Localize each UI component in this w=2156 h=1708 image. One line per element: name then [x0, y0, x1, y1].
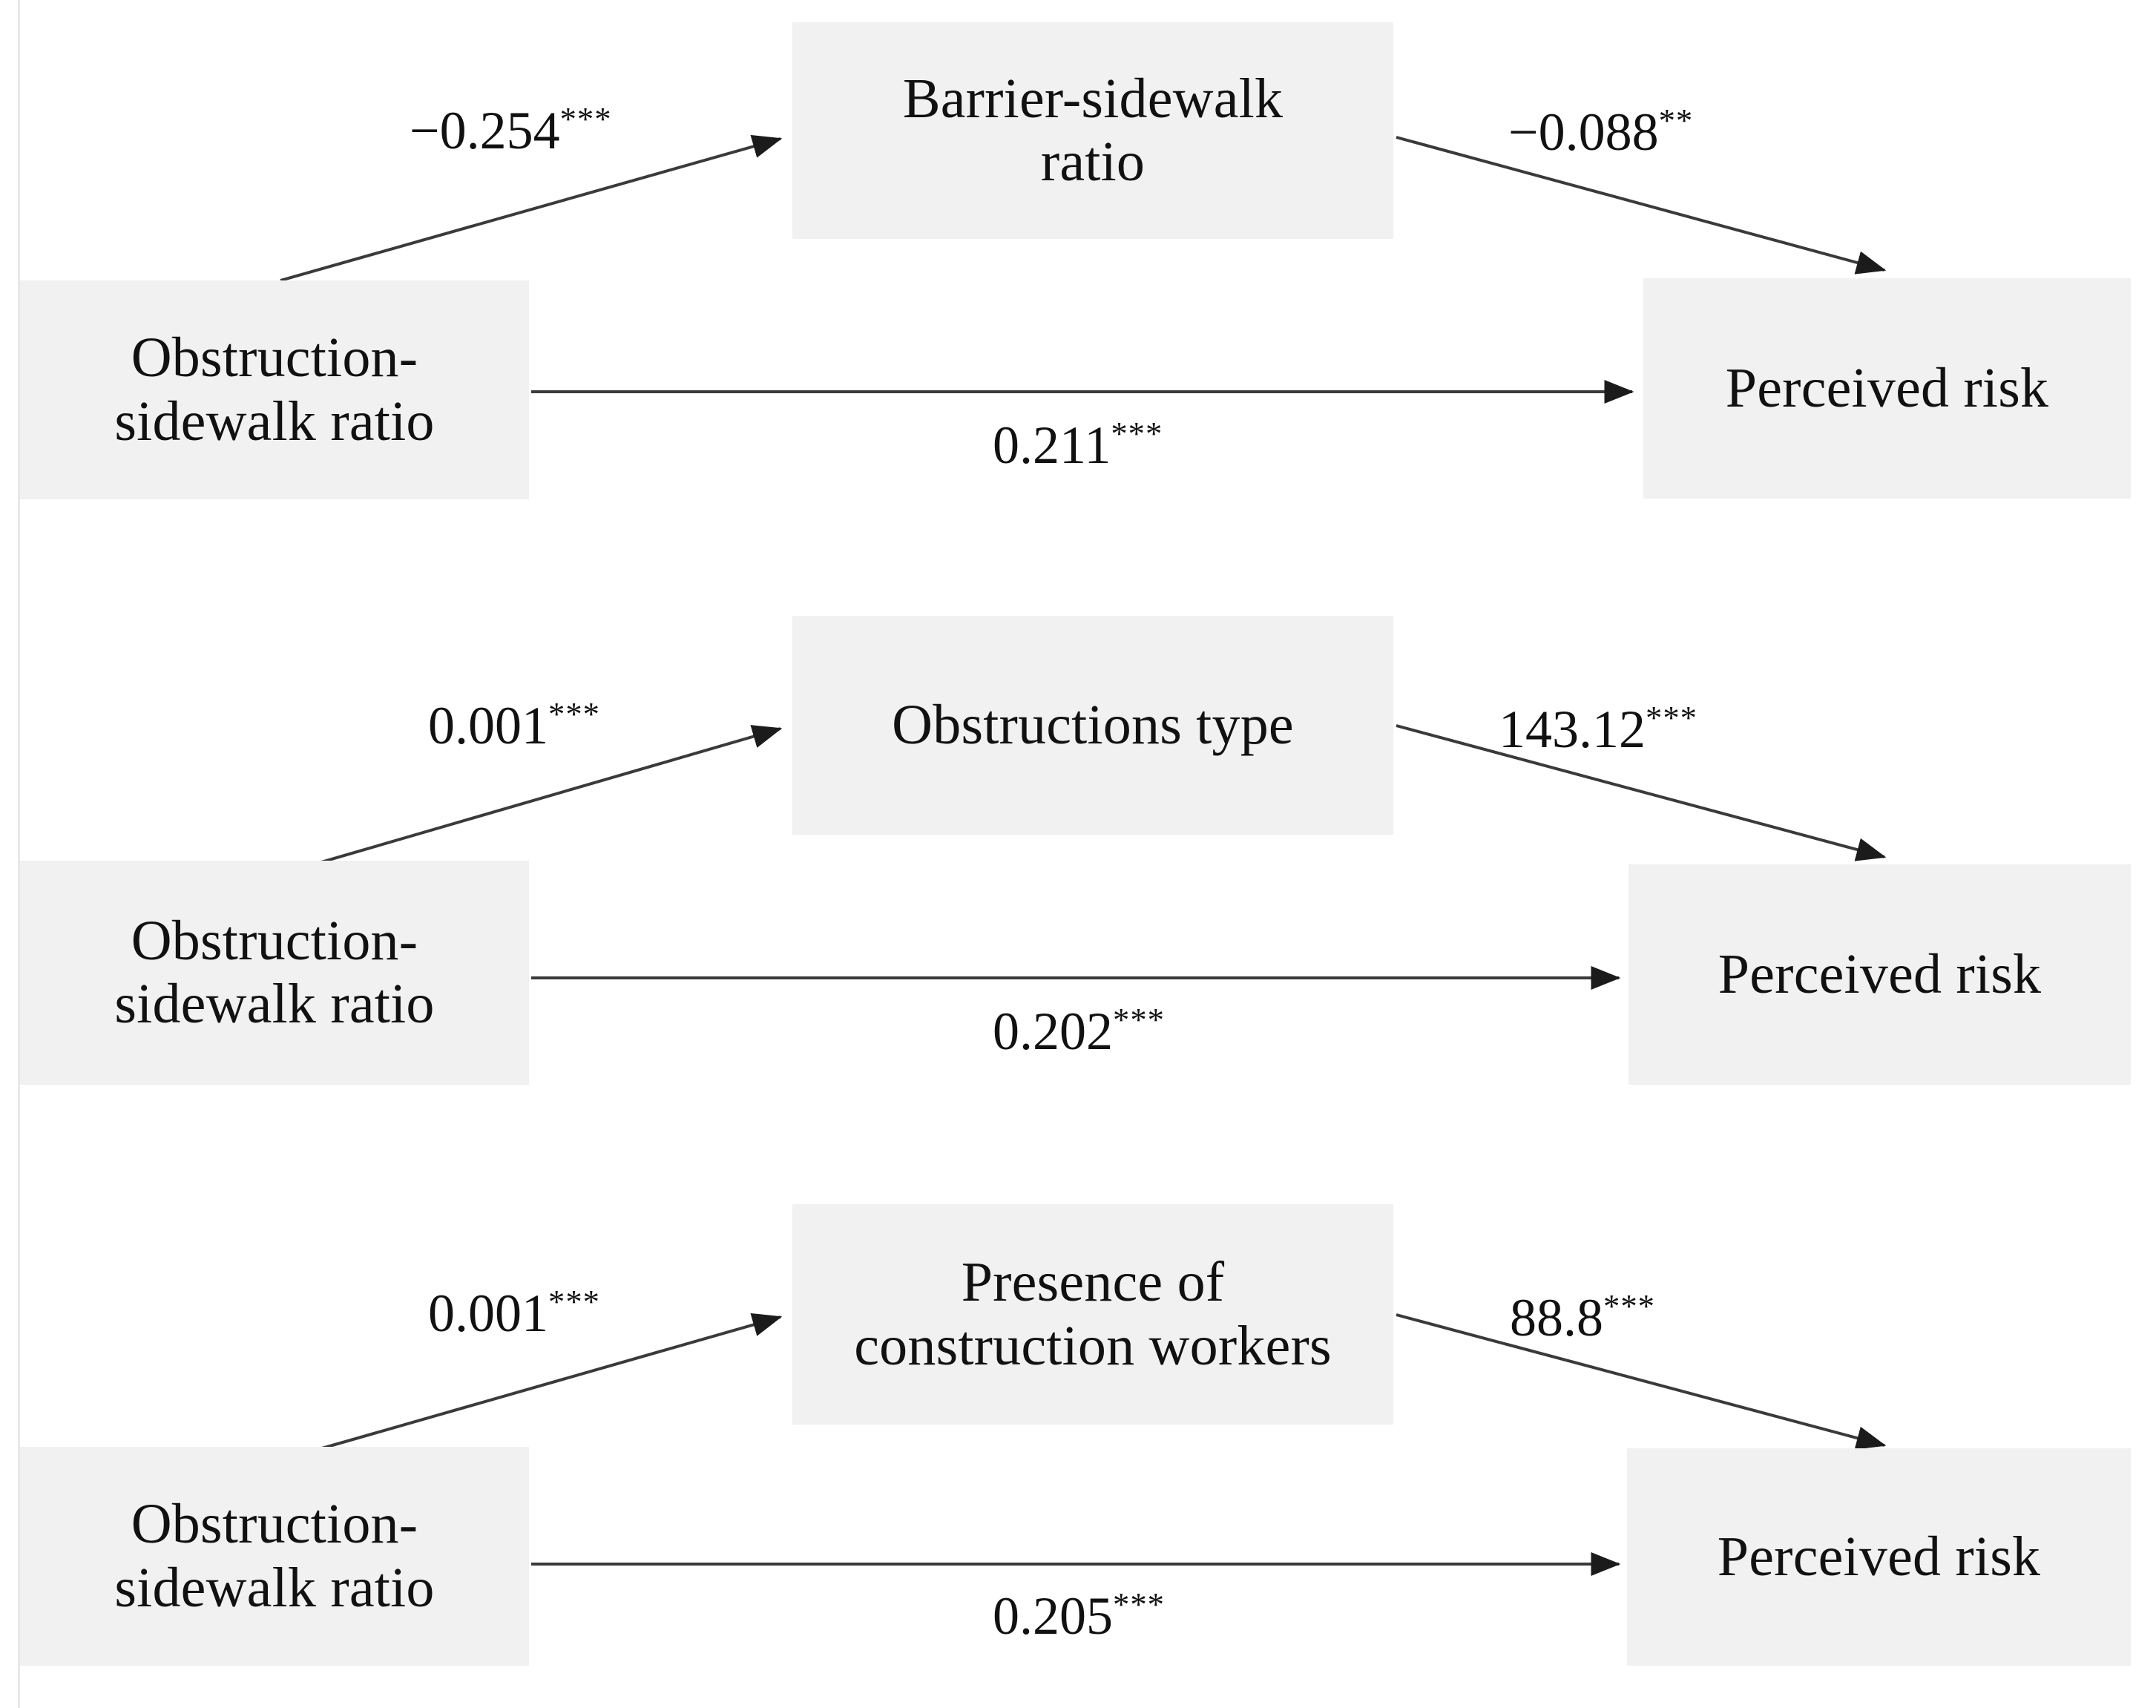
edge-label-c-value-panel-2: 0.202 — [993, 1002, 1113, 1061]
edge-label-a-stars-panel-3: *** — [548, 1283, 600, 1320]
node-outcome-label-panel-1: Perceived risk — [1725, 356, 2049, 419]
node-mediator-panel-1[interactable]: Barrier-sidewalk ratio — [792, 22, 1393, 239]
edge-label-c-value-panel-3: 0.205 — [993, 1586, 1113, 1646]
node-predictor-panel-2[interactable]: Obstruction- sidewalk ratio — [20, 861, 529, 1085]
edge-label-b-stars-panel-2: *** — [1646, 699, 1697, 736]
edge-label-a-panel-1: −0.254*** — [410, 102, 612, 157]
node-outcome-panel-3[interactable]: Perceived risk — [1627, 1448, 2131, 1666]
edge-label-c-panel-3: 0.205*** — [993, 1588, 1165, 1643]
page-frame-left-line — [18, 0, 20, 1708]
edge-label-a-value-panel-3: 0.001 — [428, 1284, 548, 1343]
edge-label-a-value-panel-1: −0.254 — [410, 101, 560, 160]
edge-label-b-value-panel-3: 88.8 — [1510, 1288, 1603, 1347]
edge-label-b-value-panel-2: 143.12 — [1499, 700, 1646, 759]
edge-label-c-stars-panel-3: *** — [1113, 1586, 1165, 1623]
node-predictor-label-panel-3: Obstruction- sidewalk ratio — [114, 1493, 435, 1619]
node-predictor-panel-1[interactable]: Obstruction- sidewalk ratio — [20, 280, 529, 499]
node-predictor-panel-3[interactable]: Obstruction- sidewalk ratio — [20, 1447, 529, 1666]
edge-label-a-panel-3: 0.001*** — [428, 1285, 600, 1340]
edge-label-b-value-panel-1: −0.088 — [1508, 102, 1659, 162]
edge-label-a-stars-panel-2: *** — [548, 695, 600, 732]
edge-label-c-panel-2: 0.202*** — [993, 1003, 1165, 1058]
edge-label-c-stars-panel-1: *** — [1111, 415, 1163, 452]
node-mediator-panel-2[interactable]: Obstructions type — [792, 616, 1393, 835]
node-mediator-panel-3[interactable]: Presence of construction workers — [792, 1204, 1393, 1425]
edge-label-a-panel-2: 0.001*** — [428, 697, 600, 752]
edge-label-a-value-panel-2: 0.001 — [428, 696, 548, 755]
node-mediator-label-panel-2: Obstructions type — [892, 693, 1294, 756]
edge-label-b-panel-3: 88.8*** — [1510, 1290, 1655, 1344]
edge-label-b-stars-panel-1: ** — [1658, 102, 1694, 139]
node-predictor-label-panel-1: Obstruction- sidewalk ratio — [114, 326, 435, 453]
edge-label-a-stars-panel-1: *** — [559, 100, 612, 137]
node-outcome-panel-2[interactable]: Perceived risk — [1628, 864, 2131, 1085]
node-predictor-label-panel-2: Obstruction- sidewalk ratio — [114, 909, 435, 1035]
edge-label-b-stars-panel-3: *** — [1603, 1287, 1655, 1324]
node-outcome-label-panel-3: Perceived risk — [1717, 1525, 2041, 1588]
node-mediator-label-panel-1: Barrier-sidewalk ratio — [902, 67, 1284, 193]
node-outcome-label-panel-2: Perceived risk — [1718, 942, 2042, 1005]
edge-label-b-panel-1: −0.088** — [1508, 104, 1693, 159]
edge-label-c-value-panel-1: 0.211 — [993, 415, 1111, 475]
edge-label-c-panel-1: 0.211*** — [993, 417, 1163, 472]
node-outcome-panel-1[interactable]: Perceived risk — [1643, 278, 2131, 499]
edge-label-c-stars-panel-2: *** — [1113, 1001, 1165, 1038]
node-mediator-label-panel-3: Presence of construction workers — [854, 1251, 1332, 1377]
edge-label-b-panel-2: 143.12*** — [1499, 701, 1697, 756]
